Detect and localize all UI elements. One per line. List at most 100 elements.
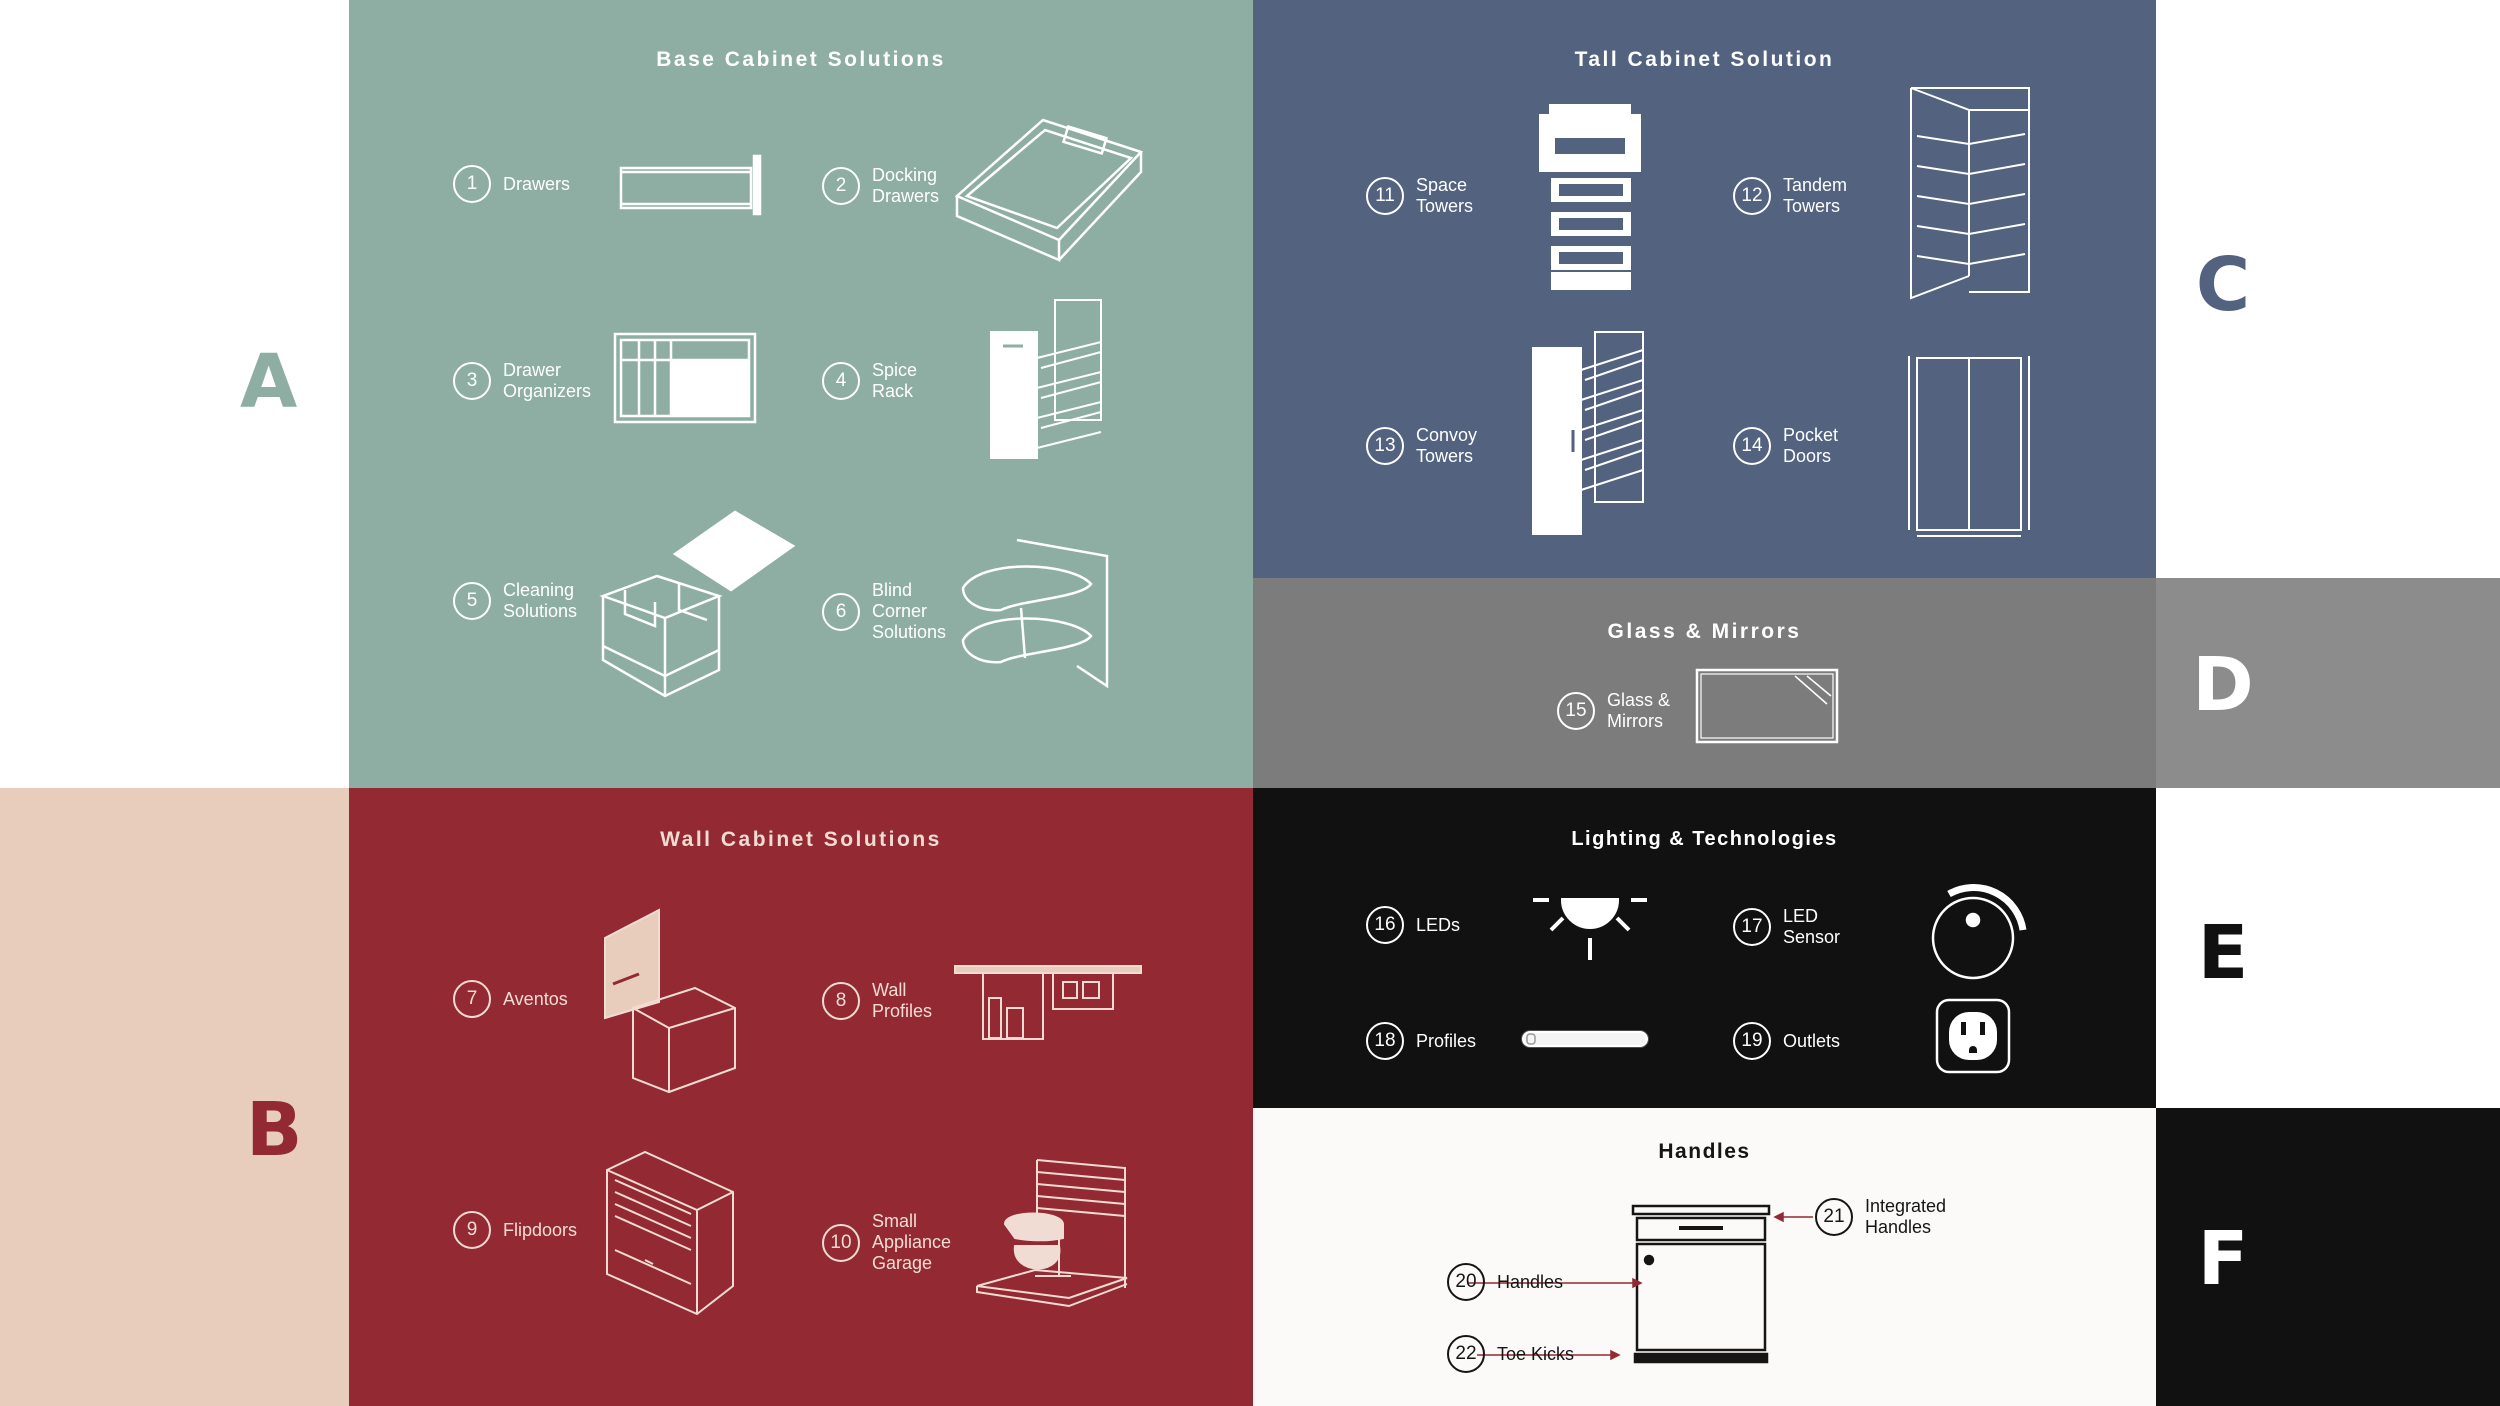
item-label: Drawers bbox=[503, 173, 571, 194]
item-number: 7 bbox=[453, 980, 491, 1018]
tall-cabinet-panel: Tall Cabinet Solution 11 Space Towers 12… bbox=[1253, 0, 2156, 578]
base-cabinet-panel: Base Cabinet Solutions 1 Drawers 2 Docki… bbox=[349, 0, 1253, 788]
item-number: 12 bbox=[1733, 177, 1771, 215]
item-label: Convoy Towers bbox=[1416, 425, 1478, 466]
handles-section-title: Handles bbox=[1658, 1140, 1751, 1163]
item-label: Cleaning Solutions bbox=[503, 580, 578, 621]
item-small-appliance-garage[interactable]: 10 Small Appliance Garage bbox=[822, 1211, 951, 1274]
item-handles[interactable]: 20 Handles bbox=[1447, 1263, 1563, 1301]
light-profile-icon bbox=[1521, 1030, 1649, 1048]
item-aventos[interactable]: 7 Aventos bbox=[453, 980, 568, 1018]
aventos-lift-icon bbox=[604, 908, 736, 1094]
item-number: 10 bbox=[822, 1223, 860, 1262]
item-convoy-towers[interactable]: 13 Convoy Towers bbox=[1366, 425, 1477, 467]
item-pocket-doors[interactable]: 14 Pocket Doors bbox=[1733, 425, 1838, 467]
appliance-garage-icon bbox=[976, 1159, 1128, 1308]
item-label: Space Towers bbox=[1416, 175, 1474, 216]
item-label: Aventos bbox=[503, 988, 568, 1009]
item-label: Blind Corner Solutions bbox=[872, 580, 947, 642]
item-number: 20 bbox=[1447, 1263, 1485, 1301]
item-number: 19 bbox=[1733, 1022, 1771, 1060]
item-number: 5 bbox=[453, 582, 491, 620]
item-spice-rack[interactable]: 4 Spice Rack bbox=[822, 360, 917, 402]
item-number: 17 bbox=[1733, 908, 1771, 946]
item-label: Tandem Towers bbox=[1783, 175, 1848, 216]
item-number: 15 bbox=[1557, 692, 1595, 730]
item-number: 4 bbox=[822, 362, 860, 400]
letter-b: B bbox=[246, 1087, 303, 1173]
item-number: 13 bbox=[1366, 427, 1404, 465]
glass-side-panel: D bbox=[2156, 578, 2500, 788]
item-label: Glass & Mirrors bbox=[1607, 690, 1671, 731]
toe-kicks-pointer-line bbox=[1477, 1349, 1621, 1361]
item-outlets[interactable]: 19 Outlets bbox=[1733, 1022, 1840, 1060]
item-label: LED Sensor bbox=[1783, 906, 1841, 947]
handles-panel: Handles 20 Handles 21 Integrated Handles… bbox=[1253, 1108, 2156, 1406]
cabinet-icon bbox=[1631, 1204, 1771, 1364]
item-number: 6 bbox=[822, 592, 860, 631]
item-number: 21 bbox=[1815, 1198, 1853, 1236]
item-label: Integrated Handles bbox=[1865, 1196, 1947, 1237]
item-number: 9 bbox=[453, 1211, 491, 1249]
item-number: 1 bbox=[453, 165, 491, 203]
item-leds[interactable]: 16 LEDs bbox=[1366, 906, 1460, 944]
item-number: 2 bbox=[822, 167, 860, 205]
item-number: 11 bbox=[1366, 177, 1404, 215]
letter-e: E bbox=[2197, 910, 2249, 996]
item-label: Outlets bbox=[1783, 1030, 1841, 1051]
sensor-dial-icon bbox=[1931, 884, 2027, 980]
base-section-title: Base Cabinet Solutions bbox=[656, 48, 946, 71]
wall-side-panel: B bbox=[0, 788, 349, 1406]
item-number: 18 bbox=[1366, 1022, 1404, 1060]
item-label: Flipdoors bbox=[503, 1219, 578, 1240]
item-label: Pocket Doors bbox=[1783, 425, 1839, 466]
item-profiles[interactable]: 18 Profiles bbox=[1366, 1022, 1476, 1060]
item-number: 22 bbox=[1447, 1335, 1485, 1373]
item-glass-mirrors[interactable]: 15 Glass & Mirrors bbox=[1557, 690, 1670, 732]
item-blind-corner[interactable]: 6 Blind Corner Solutions bbox=[822, 580, 946, 643]
item-tandem-towers[interactable]: 12 Tandem Towers bbox=[1733, 175, 1847, 217]
item-number: 8 bbox=[822, 982, 860, 1020]
item-label: Docking Drawers bbox=[872, 165, 940, 206]
led-light-icon bbox=[1533, 898, 1647, 960]
item-label: Toe Kicks bbox=[1497, 1343, 1575, 1364]
handles-pointer-line bbox=[1467, 1277, 1643, 1289]
convoy-tower-icon bbox=[1532, 331, 1644, 535]
item-label: Handles bbox=[1497, 1271, 1564, 1292]
item-label: Profiles bbox=[1416, 1030, 1477, 1051]
item-drawers[interactable]: 1 Drawers bbox=[453, 165, 570, 203]
item-label: Wall Profiles bbox=[872, 980, 933, 1021]
item-flipdoors[interactable]: 9 Flipdoors bbox=[453, 1211, 577, 1249]
letter-f: F bbox=[2197, 1216, 2249, 1302]
pocket-door-icon bbox=[1908, 356, 2030, 537]
flipdoor-icon bbox=[606, 1150, 734, 1316]
mirror-icon bbox=[1695, 668, 1839, 744]
outlet-icon bbox=[1935, 998, 2011, 1074]
blind-corner-icon bbox=[961, 538, 1109, 689]
wall-profile-icon bbox=[954, 965, 1142, 1040]
handles-side-panel: F bbox=[2156, 1108, 2500, 1406]
lighting-section-title: Lighting & Technologies bbox=[1571, 828, 1838, 850]
lighting-panel: Lighting & Technologies 16 LEDs 17 LED S… bbox=[1253, 788, 2156, 1108]
item-wall-profiles[interactable]: 8 Wall Profiles bbox=[822, 980, 932, 1022]
wall-section-title: Wall Cabinet Solutions bbox=[660, 828, 942, 851]
glass-section-title: Glass & Mirrors bbox=[1607, 620, 1802, 643]
item-label: LEDs bbox=[1416, 914, 1461, 935]
tall-section-title: Tall Cabinet Solution bbox=[1574, 48, 1835, 71]
space-tower-icon bbox=[1539, 104, 1641, 290]
item-drawer-organizers[interactable]: 3 Drawer Organizers bbox=[453, 360, 591, 402]
item-label: Small Appliance Garage bbox=[872, 1211, 952, 1273]
docking-drawer-icon bbox=[954, 118, 1144, 262]
item-toe-kicks[interactable]: 22 Toe Kicks bbox=[1447, 1335, 1574, 1373]
integrated-handles-pointer-line bbox=[1773, 1211, 1813, 1223]
spice-rack-icon bbox=[990, 299, 1102, 459]
drawer-organizer-icon bbox=[613, 332, 757, 424]
item-docking-drawers[interactable]: 2 Docking Drawers bbox=[822, 165, 939, 207]
item-led-sensor[interactable]: 17 LED Sensor bbox=[1733, 906, 1840, 948]
item-integrated-handles[interactable]: 21 Integrated Handles bbox=[1815, 1196, 1946, 1238]
item-cleaning-solutions[interactable]: 5 Cleaning Solutions bbox=[453, 580, 577, 622]
letter-d: D bbox=[2192, 642, 2254, 728]
letter-a: A bbox=[240, 339, 298, 425]
item-space-towers[interactable]: 11 Space Towers bbox=[1366, 175, 1473, 217]
drawer-icon bbox=[619, 154, 762, 216]
